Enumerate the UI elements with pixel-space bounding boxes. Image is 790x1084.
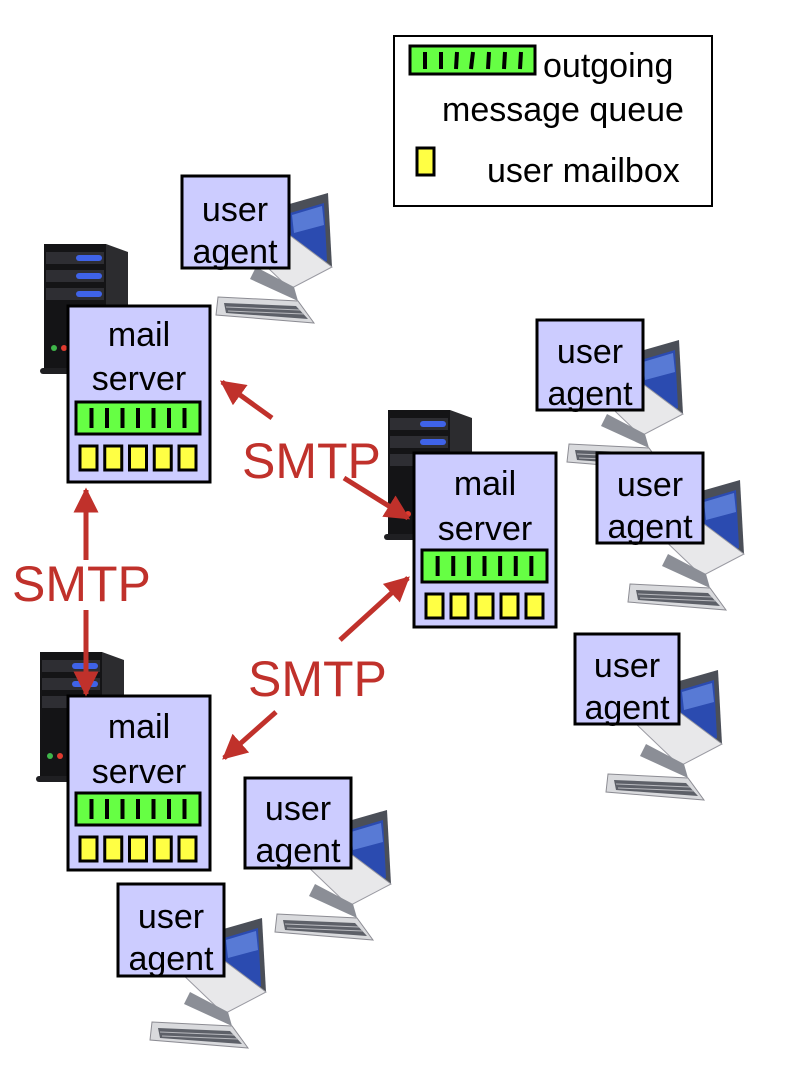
- smtp-label-top: SMTP: [242, 433, 381, 489]
- smtp-arrows: [73, 379, 411, 760]
- arrow-to-left-bottom-server: [222, 710, 278, 760]
- user-agent-line1: user: [557, 333, 623, 371]
- user-mailbox: [499, 592, 520, 620]
- mail-server-label-line1: mail: [454, 465, 516, 503]
- outgoing-queue: [74, 400, 202, 436]
- legend-mailbox-icon: [415, 146, 436, 177]
- mail-server-left-bottom: mail server: [66, 694, 212, 872]
- mailboxes: [78, 835, 198, 863]
- mail-server-label-line2: server: [438, 510, 532, 548]
- user-agent-line1: user: [594, 647, 660, 685]
- legend-queue-label-line1: outgoing: [543, 47, 673, 85]
- user-mailbox: [152, 444, 173, 472]
- smtp-label-vertical: SMTP: [12, 556, 151, 612]
- outgoing-queue: [74, 791, 202, 827]
- user-agent-top: user agent: [180, 174, 291, 271]
- mailboxes: [78, 444, 198, 472]
- user-agent-line1: user: [202, 191, 268, 229]
- user-agent-line2: agent: [255, 832, 341, 870]
- user-mailbox: [424, 592, 445, 620]
- mail-server-label-line1: mail: [108, 316, 170, 354]
- user-agent-line2: agent: [547, 375, 633, 413]
- user-mailbox: [103, 444, 124, 472]
- user-mailbox: [177, 444, 198, 472]
- user-agent-bottom-1: user agent: [243, 776, 353, 870]
- user-mailbox: [78, 444, 99, 472]
- user-agent-line2: agent: [607, 508, 693, 546]
- user-mailbox: [103, 835, 124, 863]
- legend: outgoing message queue user mailbox: [393, 35, 713, 207]
- legend-queue-label-line2: message queue: [442, 91, 684, 129]
- user-mailbox: [128, 835, 148, 863]
- mail-server-label-line2: server: [92, 753, 186, 791]
- user-mailbox: [128, 444, 148, 472]
- user-agent-right-2: user agent: [595, 451, 705, 546]
- mail-server-right: mail server: [412, 451, 558, 629]
- user-agent-line2: agent: [584, 689, 670, 727]
- user-agent-line1: user: [138, 898, 204, 936]
- user-agent-line1: user: [617, 466, 683, 504]
- legend-queue-icon: [408, 44, 537, 76]
- user-agent-line1: user: [265, 790, 331, 828]
- mail-server-label-line1: mail: [108, 708, 170, 746]
- outgoing-queue: [420, 548, 549, 584]
- smtp-label-bottom: SMTP: [248, 651, 387, 707]
- user-mailbox: [152, 835, 173, 863]
- legend-mailbox-label: user mailbox: [487, 152, 680, 190]
- arrow-to-right-server-lower: [338, 576, 410, 642]
- user-agent-line2: agent: [192, 233, 278, 271]
- user-mailbox: [449, 592, 470, 620]
- user-mailbox: [78, 835, 99, 863]
- user-agent-right-1: user agent: [535, 318, 645, 413]
- user-mailbox: [524, 592, 545, 620]
- mail-server-left-top: mail server: [66, 304, 212, 484]
- user-agent-right-3: user agent: [573, 632, 681, 727]
- user-agent-line2: agent: [128, 940, 214, 978]
- user-mailbox: [474, 592, 495, 620]
- mailboxes: [424, 592, 545, 620]
- arrow-left-top-to-right: [219, 379, 274, 421]
- user-mailbox: [177, 835, 198, 863]
- mail-server-label-line2: server: [92, 360, 186, 398]
- user-agent-bottom-2: user agent: [116, 882, 226, 978]
- arrow-to-right-server: [342, 475, 411, 521]
